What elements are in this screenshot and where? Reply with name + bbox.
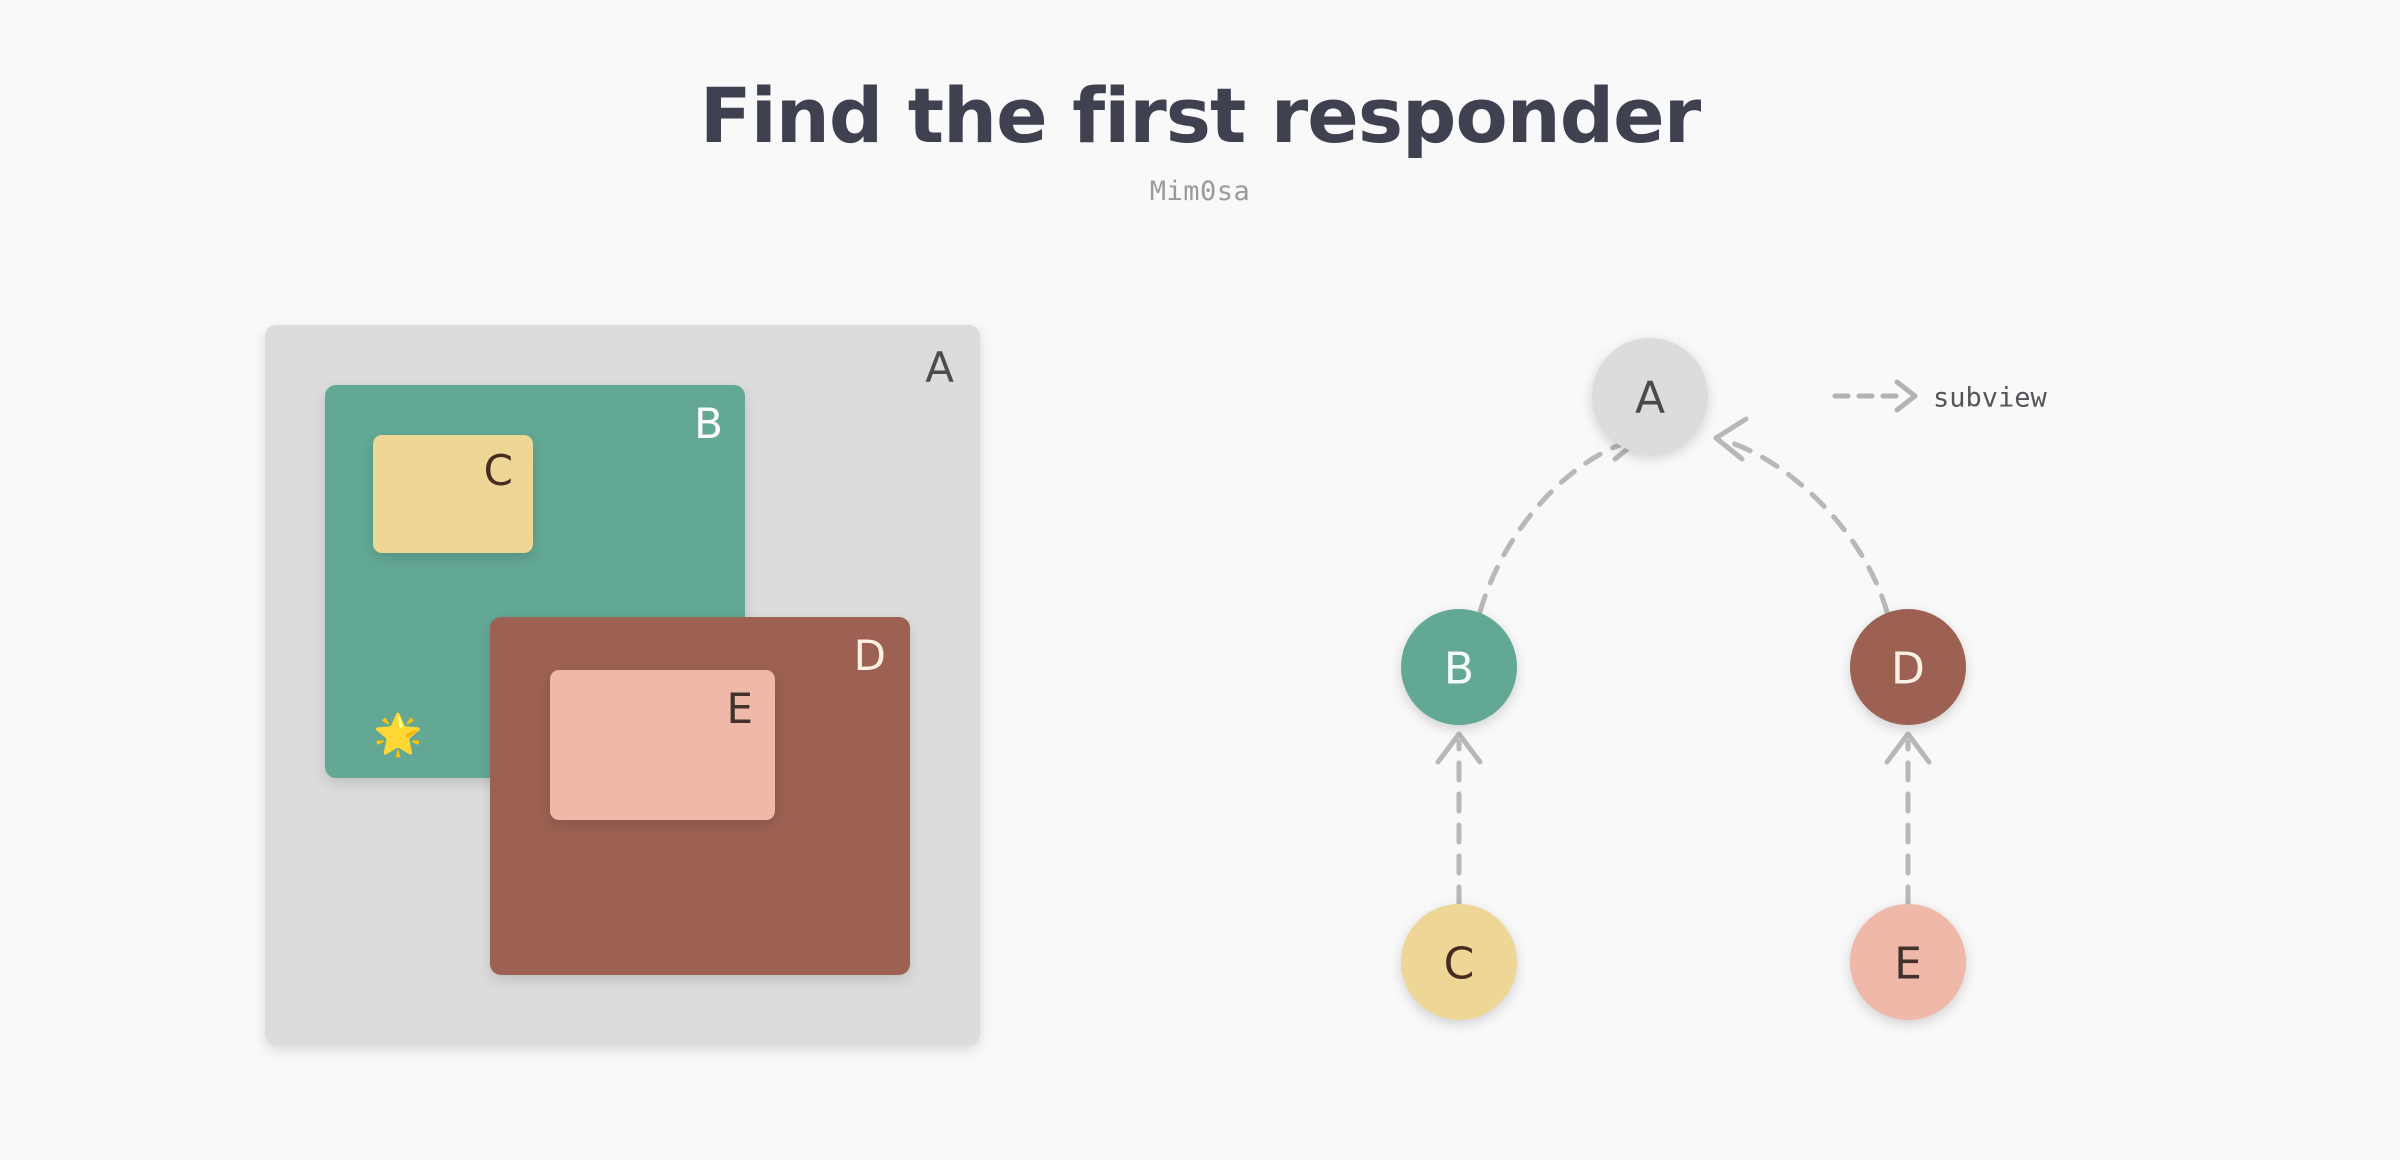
view-box-e[interactable]: E [550,670,775,820]
graph-node-d[interactable]: D [1850,609,1966,725]
graph-node-label-d: D [1891,644,1925,695]
view-label-b: B [694,399,723,448]
edge-d-to-a [1719,437,1890,615]
page-header: Find the first responder Mim0sa [0,0,2400,208]
graph-node-label-e: E [1894,939,1922,990]
arrowhead-e-to-d [1884,731,1932,765]
graph-canvas: A B D C E subview [1401,338,2048,1020]
view-label-a: A [925,343,954,392]
subview-graph: A B D C E subview [1330,300,2230,1080]
page-subtitle: Mim0sa [1149,176,1251,207]
graph-node-label-c: C [1444,939,1475,990]
graph-node-label-b: B [1444,644,1474,695]
page-title: Find the first responder [699,71,1701,160]
graph-node-c[interactable]: C [1401,904,1517,1020]
star-icon: 🌟 [373,712,423,758]
legend-arrow-icon [1894,379,1918,413]
view-box-c[interactable]: C [373,435,533,553]
graph-node-b[interactable]: B [1401,609,1517,725]
edge-layer [1435,416,1932,907]
graph-node-a[interactable]: A [1592,338,1708,454]
legend-subview: subview [1832,379,2048,414]
nested-view-diagram: A B 🌟 C D E [265,325,980,1045]
view-label-d: D [853,631,886,680]
view-label-e: E [726,684,753,733]
graph-node-e[interactable]: E [1850,904,1966,1020]
arrowhead-d-to-a [1713,416,1749,462]
edge-b-to-a [1477,437,1638,615]
legend-label: subview [1933,383,2048,414]
graph-node-label-a: A [1635,373,1665,424]
arrowhead-c-to-b [1435,731,1483,765]
view-label-c: C [483,446,513,495]
